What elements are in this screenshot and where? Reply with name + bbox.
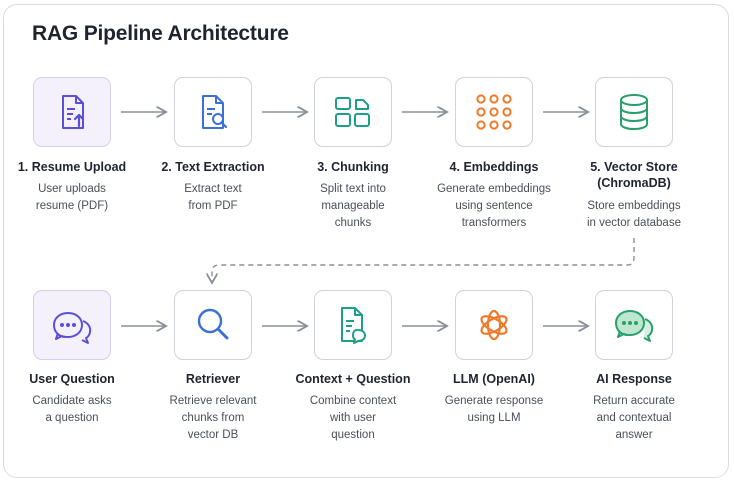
stage-box-ai-response — [595, 290, 673, 360]
stage-box-resume-upload — [33, 77, 111, 147]
stage-box-embeddings — [455, 77, 533, 147]
stage-box-user-question — [33, 290, 111, 360]
stage-label-context-question: Context + Question — [295, 372, 411, 386]
response-bubbles-icon — [615, 310, 654, 342]
stage-label-chunking: 3. Chunking — [317, 160, 389, 174]
stage-box-chunking — [314, 77, 392, 147]
database-icon — [620, 94, 648, 131]
document-context-icon — [341, 307, 366, 344]
stage-box-vector-store — [595, 77, 673, 147]
chat-bubbles-icon — [53, 312, 92, 344]
stage-box-text-extraction — [174, 77, 252, 147]
magnifier-icon — [197, 308, 229, 340]
dashed-connector — [212, 238, 635, 283]
stage-label-user-question: User Question — [29, 372, 115, 386]
dot-grid-icon — [476, 94, 512, 130]
stage-label-text-extraction: 2. Text Extraction — [161, 160, 265, 174]
openai-logo-icon — [480, 309, 508, 341]
stage-label-retriever: Retriever — [185, 372, 241, 386]
stage-label-vector-store: 5. Vector Store(ChromaDB) — [590, 160, 678, 190]
stage-label-llm: LLM (OpenAI) — [453, 372, 535, 386]
diagram-title: RAG Pipeline Architecture — [32, 22, 289, 45]
stage-box-retriever — [174, 290, 252, 360]
file-upload-icon — [62, 95, 85, 129]
stage-box-context-question — [314, 290, 392, 360]
stage-label-embeddings: 4. Embeddings — [449, 160, 539, 174]
stage-label-ai-response: AI Response — [596, 372, 672, 386]
stage-label-resume-upload: 1. Resume Upload — [17, 160, 127, 174]
stage-box-llm — [455, 290, 533, 360]
file-search-icon — [202, 95, 228, 129]
chunks-icon — [335, 97, 370, 127]
